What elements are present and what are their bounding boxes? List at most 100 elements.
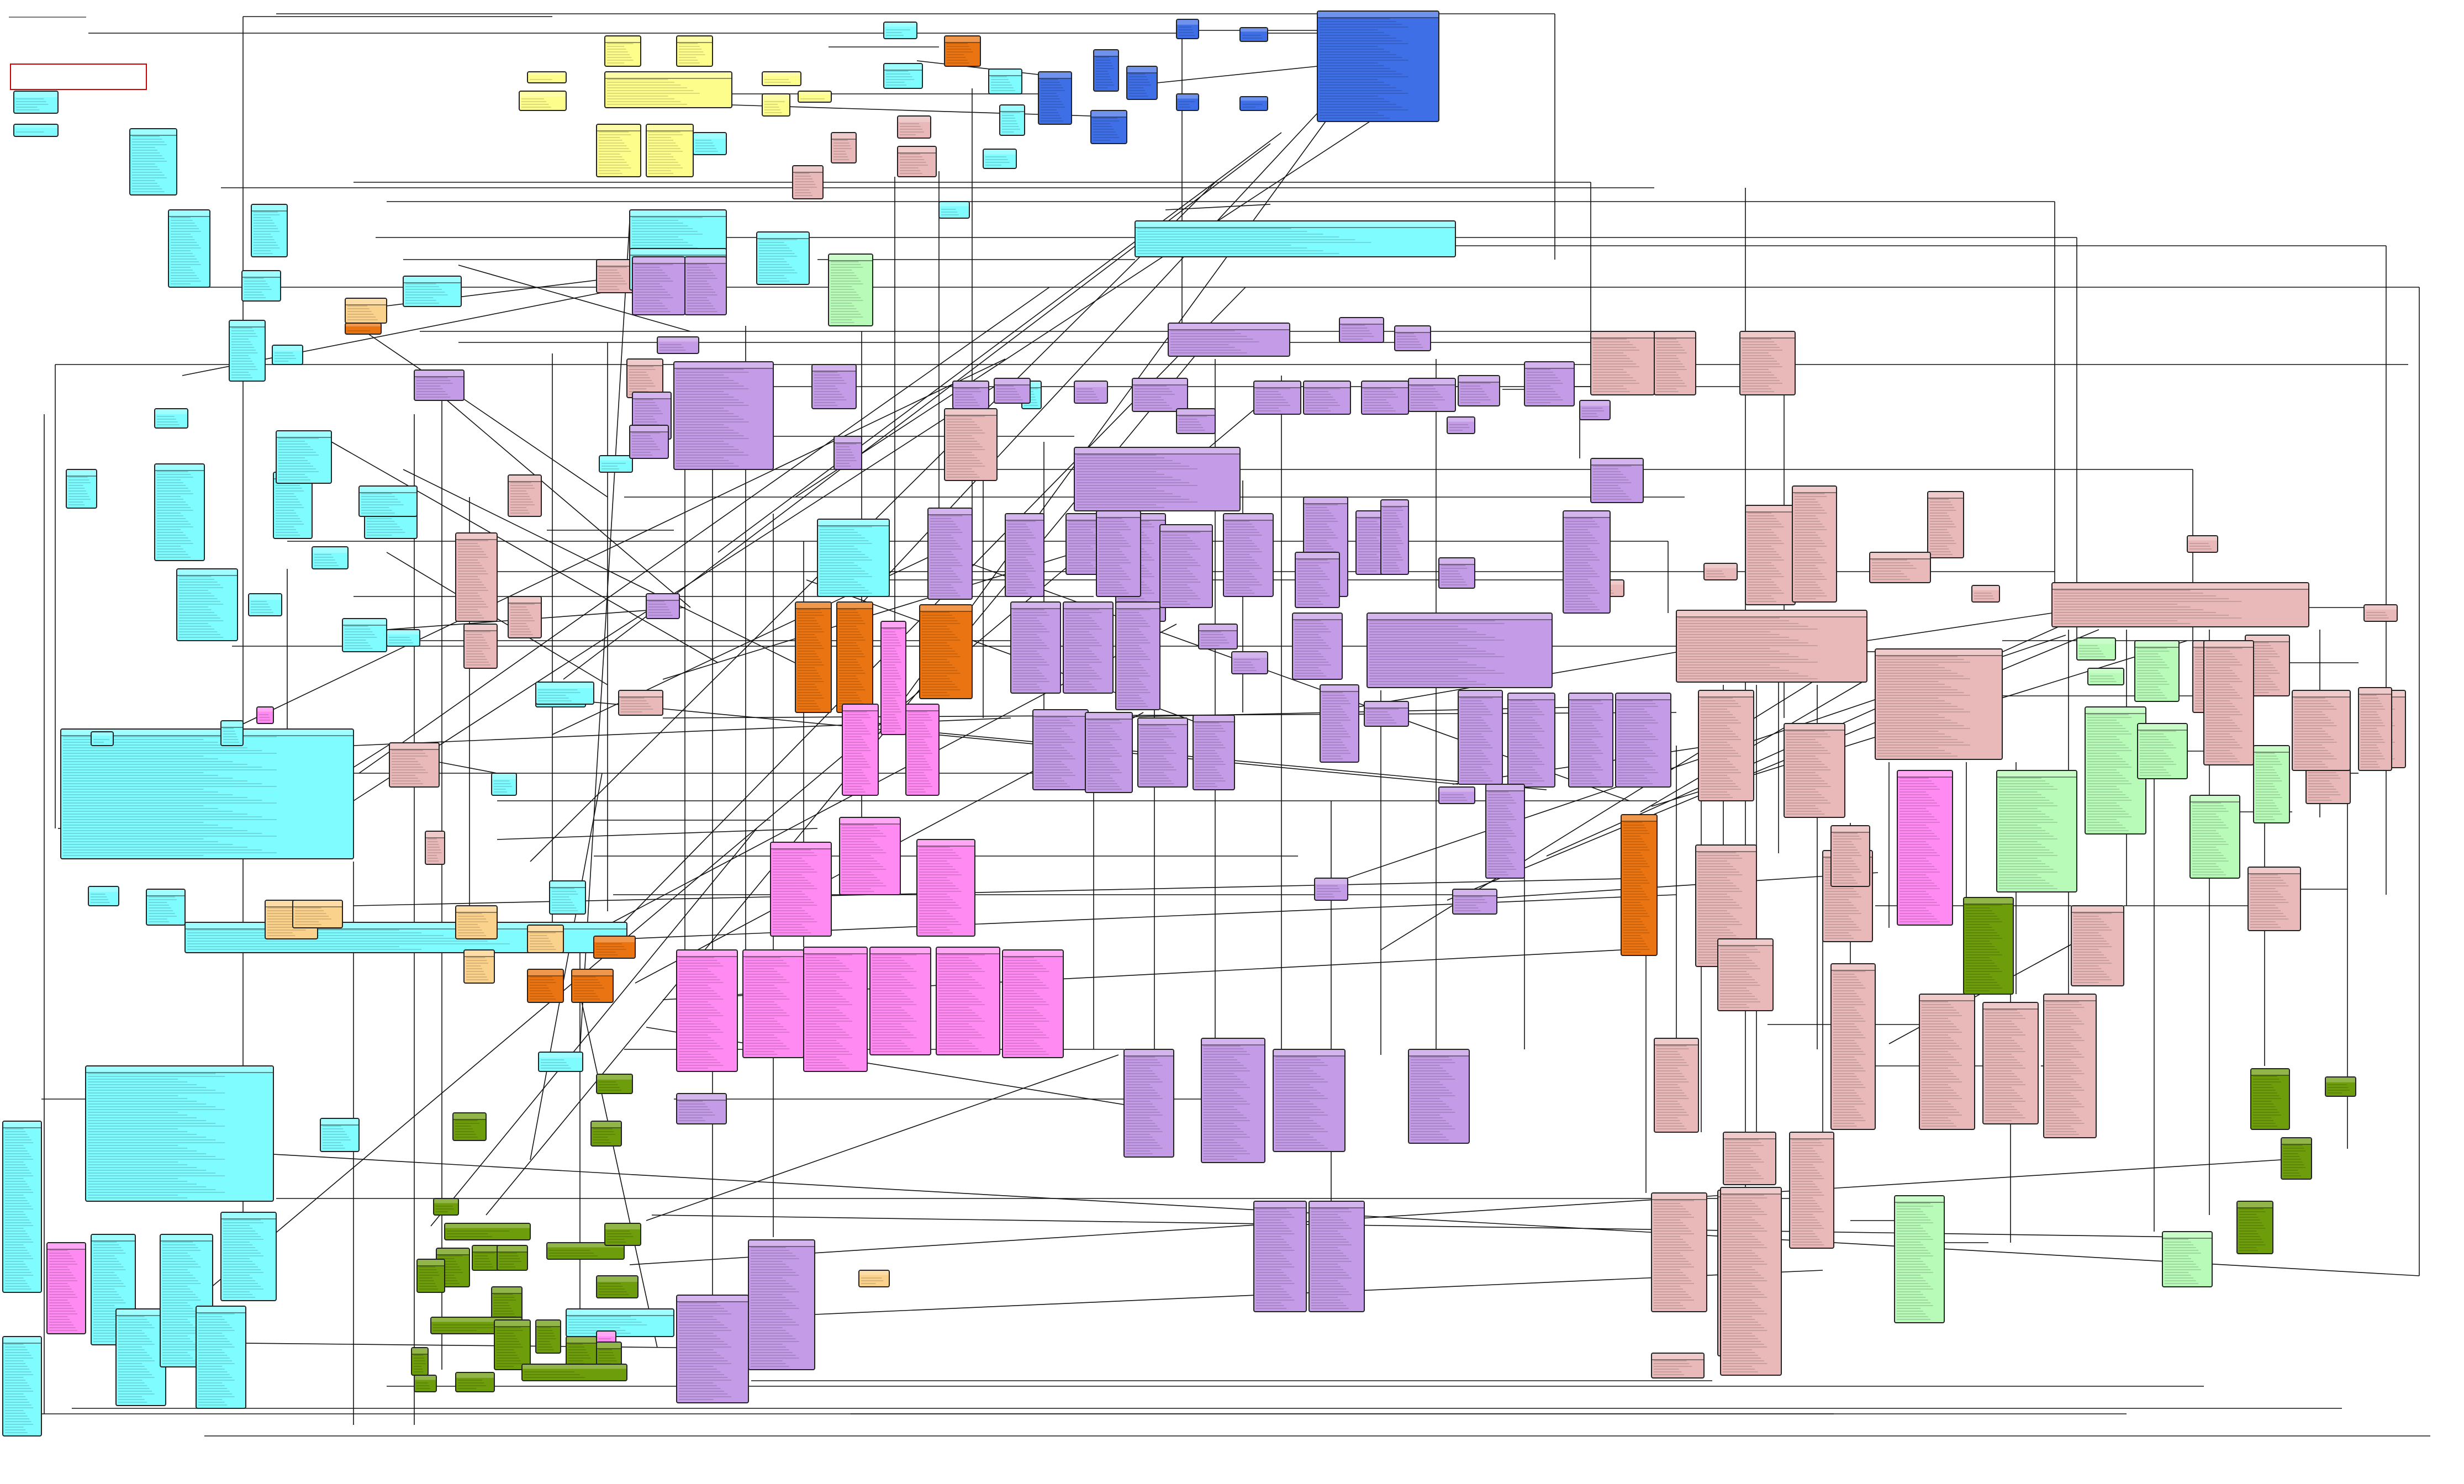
class-box-magenta[interactable] bbox=[936, 947, 1000, 1055]
class-box-cyan[interactable] bbox=[61, 729, 353, 859]
class-box-magenta[interactable] bbox=[906, 704, 939, 795]
class-box-purple[interactable] bbox=[1160, 525, 1212, 608]
class-box-pink[interactable] bbox=[898, 146, 936, 177]
class-box-cyan[interactable] bbox=[155, 409, 188, 428]
class-box-pink[interactable] bbox=[1698, 690, 1754, 801]
class-box-blue[interactable] bbox=[1317, 11, 1439, 122]
class-box-purple[interactable] bbox=[1011, 602, 1060, 693]
class-box-cyan[interactable] bbox=[196, 1306, 246, 1408]
class-box-purple[interactable] bbox=[1453, 889, 1497, 914]
class-box-blue[interactable] bbox=[1038, 72, 1072, 124]
class-box-pink[interactable] bbox=[1652, 1193, 1707, 1312]
class-box-purple[interactable] bbox=[677, 1094, 726, 1124]
class-box-purple[interactable] bbox=[630, 425, 668, 458]
class-box-cyan[interactable] bbox=[91, 732, 113, 746]
class-box-purple[interactable] bbox=[1569, 693, 1613, 787]
class-box-cyan[interactable] bbox=[599, 456, 632, 472]
class-box-pink[interactable] bbox=[1654, 331, 1696, 395]
class-box-purple[interactable] bbox=[1486, 784, 1524, 878]
class-box-purple[interactable] bbox=[1304, 381, 1350, 414]
class-box-purple[interactable] bbox=[1193, 715, 1234, 790]
class-box-purple[interactable] bbox=[1508, 693, 1555, 787]
class-box-purple[interactable] bbox=[1074, 381, 1107, 403]
class-box-pink[interactable] bbox=[793, 166, 823, 199]
class-box-purple[interactable] bbox=[1232, 652, 1268, 674]
class-box-cyan[interactable] bbox=[221, 1212, 276, 1301]
class-box-purple[interactable] bbox=[1367, 613, 1552, 688]
class-box-cyan[interactable] bbox=[146, 889, 185, 925]
class-box-cyan[interactable] bbox=[130, 129, 177, 195]
class-box-cyan[interactable] bbox=[693, 133, 726, 155]
class-box-pink[interactable] bbox=[2052, 583, 2309, 627]
class-box-purple[interactable] bbox=[812, 365, 856, 409]
class-box-pink[interactable] bbox=[1676, 610, 1867, 682]
class-box-pink[interactable] bbox=[1792, 486, 1837, 602]
class-box-pink[interactable] bbox=[1654, 1038, 1698, 1132]
class-box-cyan[interactable] bbox=[884, 22, 917, 39]
class-box-pink[interactable] bbox=[2359, 688, 2392, 770]
class-box-purple[interactable] bbox=[677, 1295, 748, 1403]
class-box-orange[interactable] bbox=[527, 969, 563, 1002]
class-box-blue[interactable] bbox=[1240, 97, 1268, 110]
class-box-purple[interactable] bbox=[1074, 447, 1240, 511]
class-box-orange[interactable] bbox=[572, 969, 613, 1002]
class-box-magenta[interactable] bbox=[917, 839, 975, 936]
class-box-cyan[interactable] bbox=[536, 682, 594, 704]
class-box-purple[interactable] bbox=[1124, 1049, 1174, 1157]
class-box-pink[interactable] bbox=[464, 624, 497, 668]
class-box-blue[interactable] bbox=[1240, 28, 1268, 41]
class-box-cyan[interactable] bbox=[757, 232, 809, 284]
class-box-cyan[interactable] bbox=[14, 124, 58, 136]
class-box-purple[interactable] bbox=[646, 594, 679, 619]
class-box-cyan[interactable] bbox=[229, 320, 265, 381]
class-box-purple[interactable] bbox=[1168, 323, 1290, 356]
class-box-purple[interactable] bbox=[1447, 417, 1475, 434]
class-box-pink[interactable] bbox=[1718, 939, 1773, 1011]
class-box-blue[interactable] bbox=[1094, 50, 1118, 91]
class-box-pink[interactable] bbox=[2364, 605, 2397, 621]
class-box-cyan[interactable] bbox=[155, 464, 204, 561]
class-box-purple[interactable] bbox=[1132, 378, 1188, 411]
class-box-cyan[interactable] bbox=[817, 519, 889, 596]
class-box-cyan[interactable] bbox=[320, 1118, 359, 1152]
class-box-cyan[interactable] bbox=[3, 1121, 41, 1292]
class-box-purple[interactable] bbox=[1439, 787, 1475, 804]
class-box-purple[interactable] bbox=[1096, 511, 1141, 596]
class-box-cyan[interactable] bbox=[116, 1309, 166, 1406]
class-box-magenta[interactable] bbox=[804, 947, 867, 1071]
class-box-cyan[interactable] bbox=[221, 721, 243, 746]
class-box-blue[interactable] bbox=[1091, 110, 1127, 144]
class-box-magenta[interactable] bbox=[842, 704, 878, 795]
class-box-purple[interactable] bbox=[1199, 624, 1237, 649]
class-box-purple[interactable] bbox=[1408, 1049, 1469, 1143]
class-box-orange[interactable] bbox=[945, 36, 980, 66]
class-box-cyan[interactable] bbox=[88, 886, 119, 906]
class-box-pink[interactable] bbox=[1745, 505, 1795, 605]
class-box-magenta[interactable] bbox=[771, 842, 831, 936]
class-box-yellow[interactable] bbox=[762, 72, 801, 86]
class-box-purple[interactable] bbox=[632, 257, 685, 315]
class-box-purple[interactable] bbox=[1295, 552, 1339, 608]
class-box-purple[interactable] bbox=[1254, 381, 1301, 414]
class-box-pink[interactable] bbox=[2071, 906, 2124, 986]
class-box-purple[interactable] bbox=[1362, 381, 1408, 414]
class-box-cyan[interactable] bbox=[550, 881, 585, 914]
class-box-cyan[interactable] bbox=[86, 1066, 273, 1201]
class-box-cyan[interactable] bbox=[1135, 221, 1455, 257]
class-box-magenta[interactable] bbox=[677, 950, 737, 1071]
class-box-purple[interactable] bbox=[1395, 326, 1431, 351]
class-box-pink[interactable] bbox=[508, 596, 541, 638]
class-box-cyan[interactable] bbox=[14, 91, 58, 113]
class-box-purple[interactable] bbox=[1591, 458, 1643, 503]
class-box-orange[interactable] bbox=[345, 323, 381, 334]
class-box-purple[interactable] bbox=[994, 378, 1030, 403]
class-box-yellow[interactable] bbox=[527, 72, 566, 83]
class-box-cyan[interactable] bbox=[403, 276, 461, 307]
class-box-purple[interactable] bbox=[748, 1240, 815, 1370]
class-box-purple[interactable] bbox=[834, 436, 862, 469]
class-box-cyan[interactable] bbox=[884, 64, 922, 88]
class-box-purple[interactable] bbox=[1524, 362, 1574, 406]
class-box-cyan[interactable] bbox=[630, 210, 726, 251]
class-box-cyan[interactable] bbox=[177, 569, 238, 641]
class-box-purple[interactable] bbox=[657, 337, 699, 353]
